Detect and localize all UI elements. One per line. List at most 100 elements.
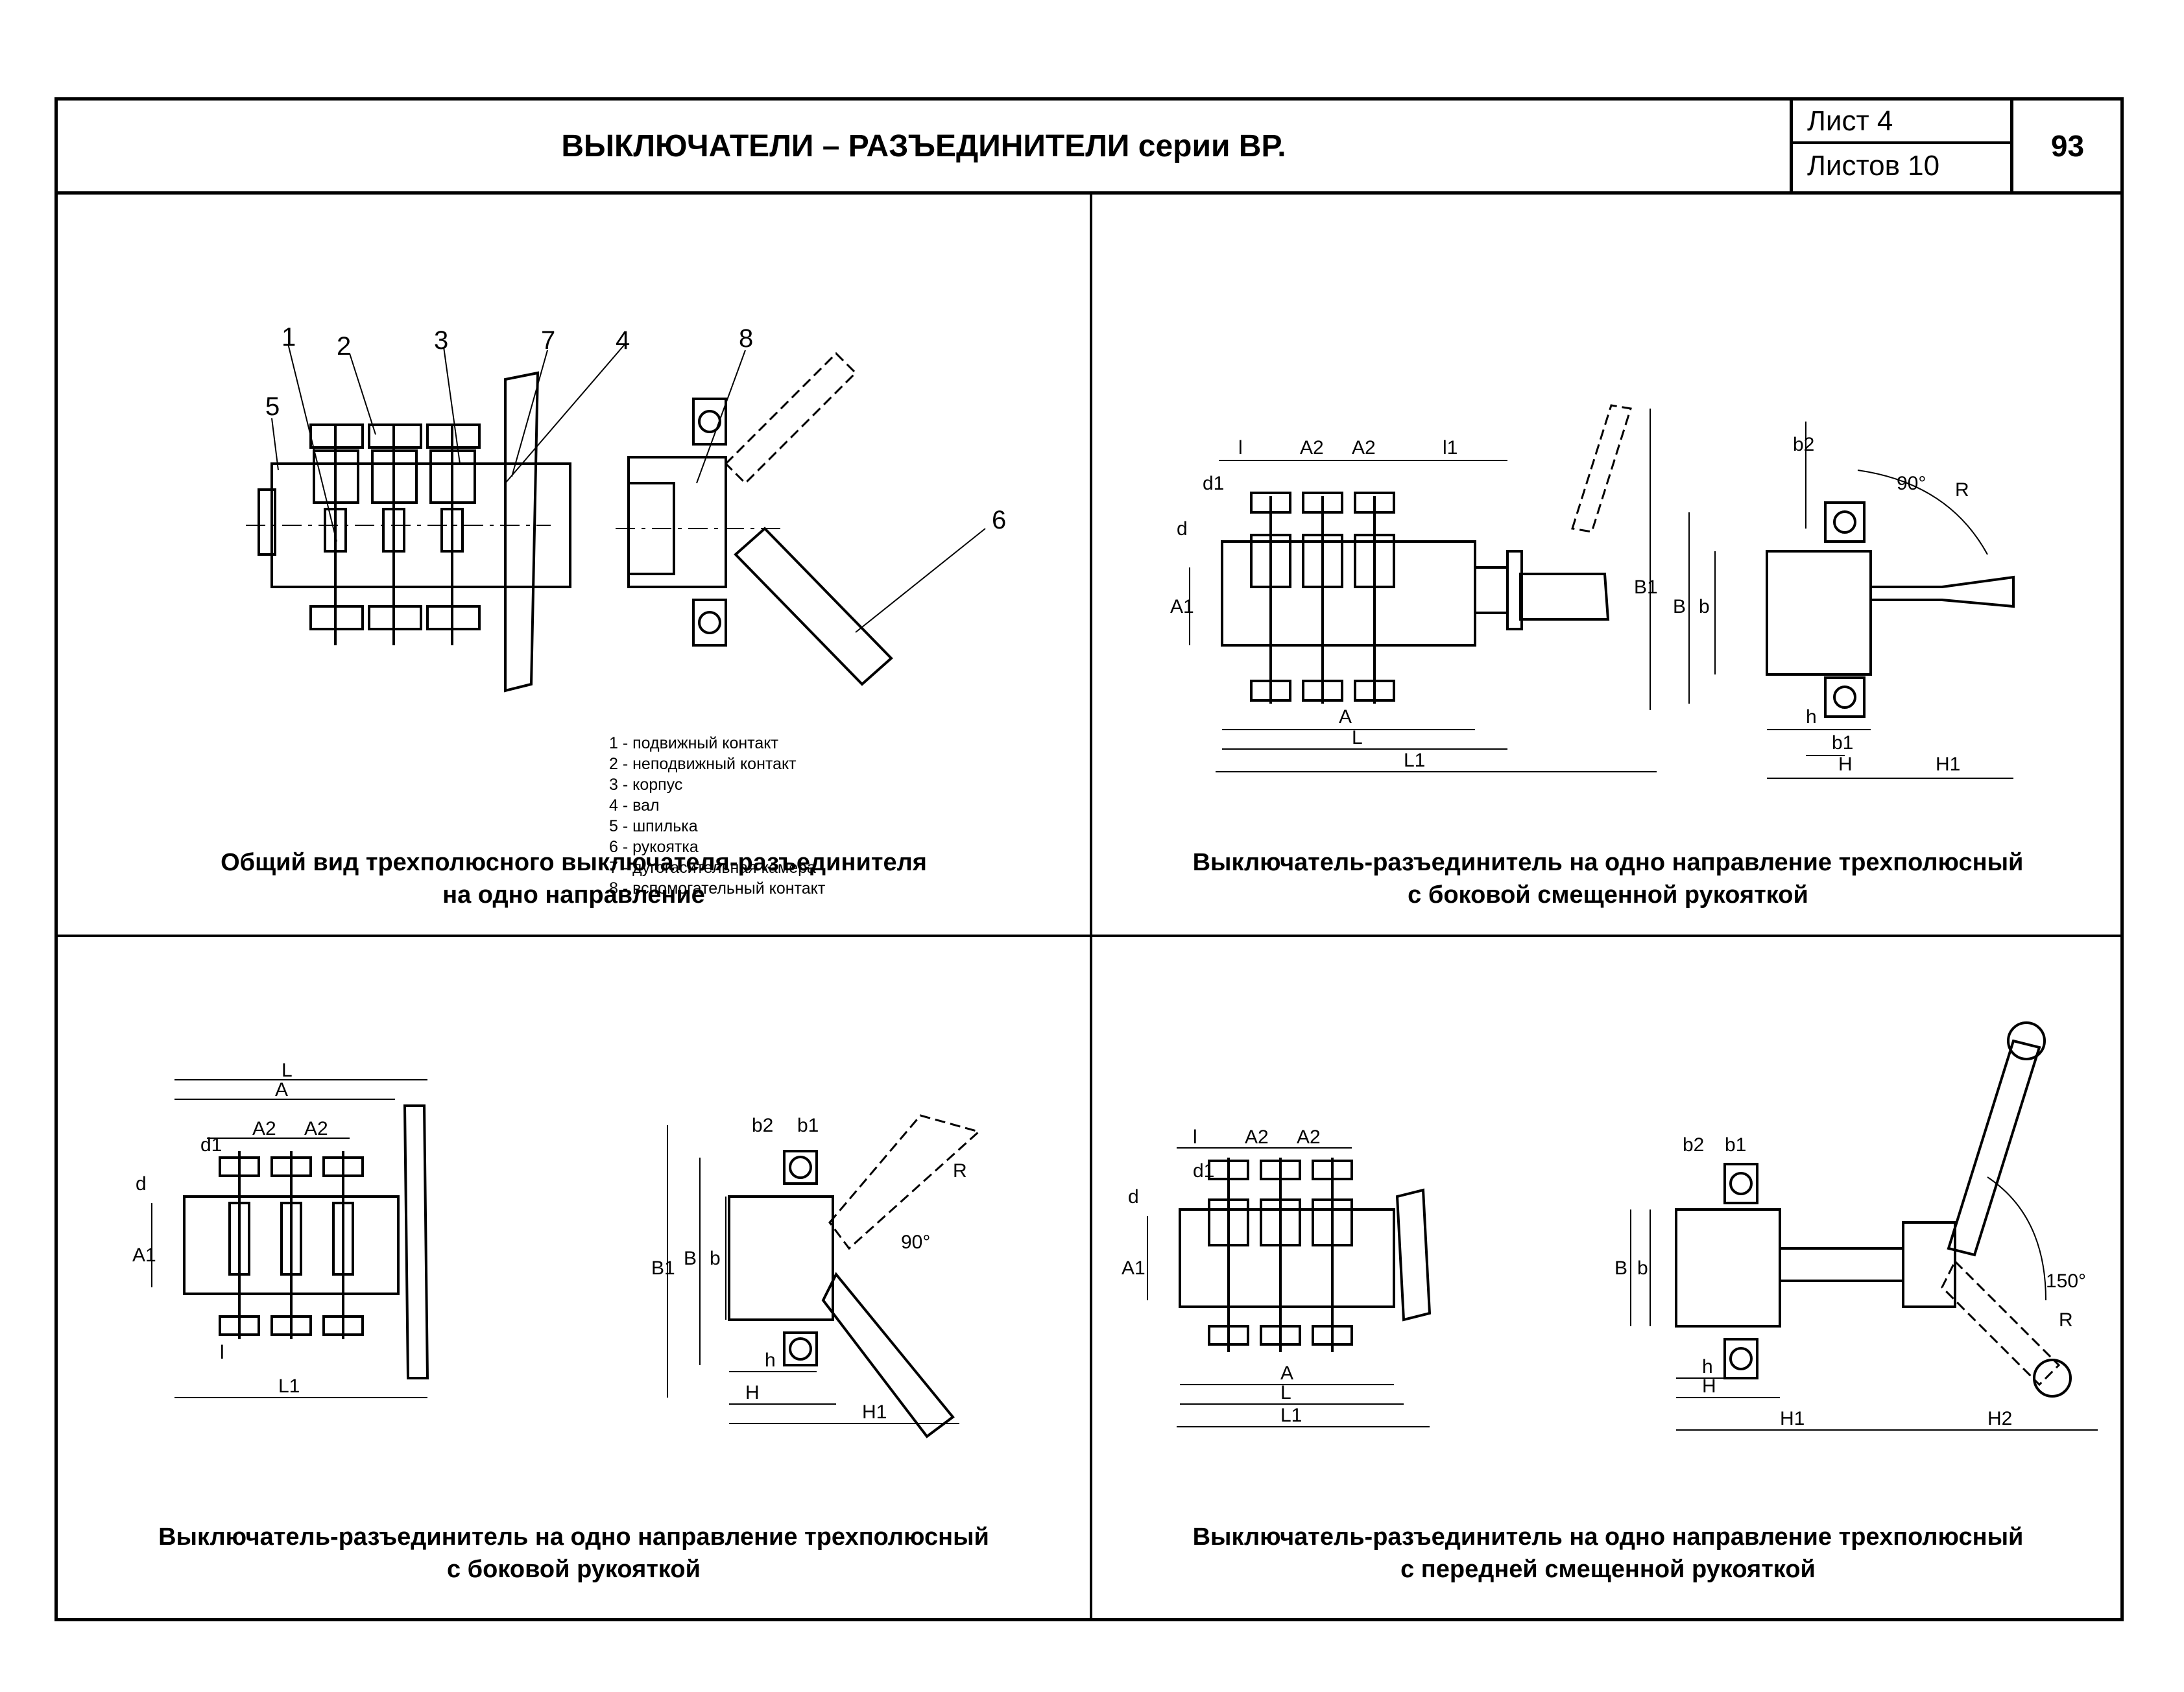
callout-3: 3 xyxy=(434,326,448,355)
legend-item: 7 - дугогасительная камера xyxy=(609,859,816,877)
callout-5: 5 xyxy=(265,392,280,421)
side-view-body xyxy=(728,1195,834,1321)
dim-r: R xyxy=(1955,479,1969,501)
side-view-body xyxy=(1766,550,1872,676)
dimension-labels: L A A2 A2 d1 d A1 l L1 b2 b1 R 90° B1 B … xyxy=(132,1060,967,1423)
dim-b1-big: B1 xyxy=(651,1257,675,1279)
dim-d: d xyxy=(136,1173,147,1195)
dim-h1: H1 xyxy=(862,1401,887,1423)
dim-d: d xyxy=(1177,518,1188,540)
dimension-labels: l A2 A2 l1 d1 d A1 A L L1 b2 90° R B1 B … xyxy=(1170,434,1969,775)
front-offset-drawing xyxy=(1147,1021,2098,1431)
dim-b2: b2 xyxy=(752,1115,773,1136)
dim-angle: 150° xyxy=(2046,1270,2086,1292)
panel-caption: Общий вид трехполюсного выключателя-разъ… xyxy=(58,846,1090,911)
dim-l1: l1 xyxy=(1443,437,1458,459)
dim-a: A xyxy=(1339,706,1352,728)
caption-line: на одно направление xyxy=(442,881,705,909)
dim-l: l xyxy=(220,1342,224,1363)
dim-h2: H2 xyxy=(1987,1408,2012,1429)
dim-b1: b1 xyxy=(1725,1134,1746,1156)
dim-b: b xyxy=(710,1248,721,1269)
dim-b2: b2 xyxy=(1683,1134,1704,1156)
dim-b-big: B xyxy=(1614,1257,1627,1279)
drawing-sheet: ВЫКЛЮЧАТЕЛИ – РАЗЪЕДИНИТЕЛИ серии ВР. Ли… xyxy=(54,97,2124,1621)
handle-front xyxy=(1395,1188,1432,1322)
dim-l: l xyxy=(1193,1126,1197,1148)
side-handle-drawing xyxy=(151,1079,981,1438)
general-view-drawing xyxy=(246,343,986,693)
dim-d1: d1 xyxy=(1193,1160,1214,1182)
dim-a2: A2 xyxy=(1352,437,1376,459)
callout-2: 2 xyxy=(337,332,351,361)
dim-l: l xyxy=(1238,437,1243,459)
caption-line: Выключатель-разъединитель на одно направ… xyxy=(1192,1523,2024,1551)
dim-h: h xyxy=(765,1350,776,1371)
dim-r: R xyxy=(953,1160,967,1182)
dimension-labels: l A2 A2 d1 d A1 A L L1 b2 b1 150° B b h … xyxy=(1122,1126,2086,1429)
callout-6: 6 xyxy=(992,506,1006,534)
panel-general-view: 1 2 3 7 4 5 8 6 1 - подвижный контакт 2 … xyxy=(58,191,1092,937)
callout-numbers: 1 2 3 7 4 5 8 6 xyxy=(265,323,1006,534)
dim-b-big: B xyxy=(684,1248,697,1269)
dim-l-total: L xyxy=(282,1060,293,1081)
panel-side-handle: L A A2 A2 d1 d A1 l L1 b2 b1 R 90° B1 B … xyxy=(58,937,1092,1618)
dim-h1: H1 xyxy=(1780,1408,1805,1429)
dim-l-total: L xyxy=(1280,1382,1291,1403)
dim-b1-big: B1 xyxy=(1634,577,1658,598)
dim-a1: A1 xyxy=(132,1245,156,1266)
dim-d: d xyxy=(1128,1186,1139,1208)
page-title: ВЫКЛЮЧАТЕЛИ – РАЗЪЕДИНИТЕЛИ серии ВР. xyxy=(561,128,1286,163)
dim-l1-total: L1 xyxy=(1280,1405,1302,1426)
dim-a: A xyxy=(1280,1363,1293,1384)
dimension-lines xyxy=(151,1079,959,1424)
dim-a2: A2 xyxy=(1245,1126,1269,1148)
dim-b: b xyxy=(1699,596,1710,617)
legend-item: 5 - шпилька xyxy=(609,817,698,835)
dim-h-big: H xyxy=(1702,1376,1716,1397)
legend-item: 2 - неподвижный контакт xyxy=(609,755,797,773)
legend-item: 1 - подвижный контакт xyxy=(609,734,778,752)
panel-front-offset-handle: l A2 A2 d1 d A1 A L L1 b2 b1 150° B b h … xyxy=(1092,937,2124,1618)
page-number: 93 xyxy=(2010,101,2122,191)
dim-l-total: L xyxy=(1352,727,1363,748)
dim-h1: H1 xyxy=(1936,754,1960,775)
dim-d1: d1 xyxy=(1203,473,1224,494)
dim-a1: A1 xyxy=(1170,596,1194,617)
callout-4: 4 xyxy=(616,326,630,355)
dim-b1: b1 xyxy=(797,1115,819,1136)
caption-line: с боковой смещенной рукояткой xyxy=(1408,881,1808,909)
dim-b-big: B xyxy=(1673,596,1686,617)
caption-line: Выключатель-разъединитель на одно направ… xyxy=(1192,849,2024,876)
legend-item: 8 - вспомогательный контакт xyxy=(609,879,826,898)
dimension-lines xyxy=(1147,1147,2098,1431)
handle-front xyxy=(403,1104,429,1379)
title-block: ВЫКЛЮЧАТЕЛИ – РАЗЪЕДИНИТЕЛИ серии ВР. Ли… xyxy=(58,101,2120,195)
dim-l1-total: L1 xyxy=(278,1376,300,1397)
dim-h-big: H xyxy=(745,1382,760,1403)
dim-angle: 90° xyxy=(901,1232,930,1253)
caption-line: Выключатель-разъединитель на одно направ… xyxy=(158,1523,989,1551)
sheet-info: Лист 4 Листов 10 xyxy=(1790,101,2010,191)
caption-line: с боковой рукояткой xyxy=(446,1556,701,1583)
dim-h: h xyxy=(1702,1356,1713,1377)
sheet-count: Листов 10 xyxy=(1807,149,1940,182)
dim-angle: 90° xyxy=(1897,473,1926,494)
legend-item: 3 - корпус xyxy=(609,776,683,794)
handle-front xyxy=(504,371,540,693)
dim-a1: A1 xyxy=(1122,1257,1146,1279)
switch-body xyxy=(1179,1208,1395,1308)
handle-side xyxy=(734,527,893,686)
panel-caption: Выключатель-разъединитель на одно направ… xyxy=(1092,846,2124,911)
callout-8: 8 xyxy=(739,324,753,353)
dim-h: h xyxy=(1806,706,1817,728)
dim-a2: A2 xyxy=(1300,437,1324,459)
dim-a2: A2 xyxy=(304,1118,328,1139)
dim-r: R xyxy=(2059,1309,2073,1331)
dim-a: A xyxy=(275,1079,288,1101)
dim-d1: d1 xyxy=(200,1134,222,1156)
dim-b: b xyxy=(1637,1257,1648,1279)
side-offset-drawing xyxy=(1189,404,2015,779)
panel-side-offset-handle: l A2 A2 l1 d1 d A1 A L L1 b2 90° R B1 B … xyxy=(1092,191,2124,937)
callout-1: 1 xyxy=(282,323,296,352)
